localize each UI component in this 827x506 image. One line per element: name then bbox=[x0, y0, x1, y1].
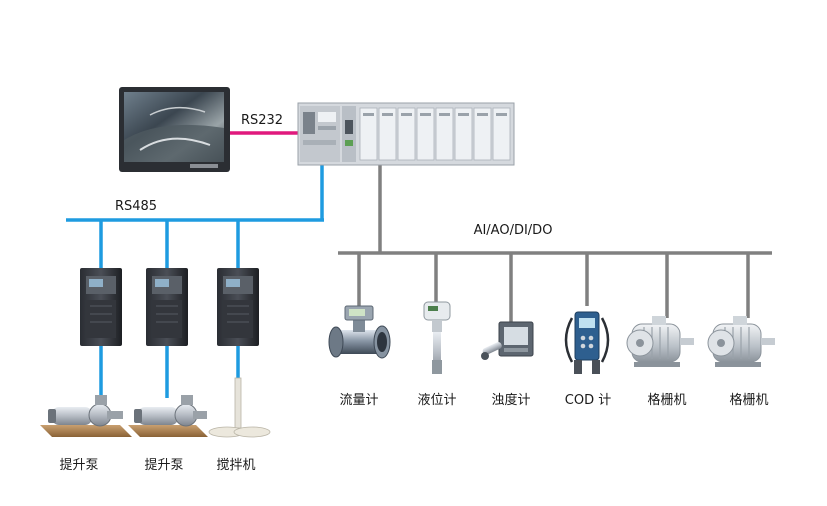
vfd-drive-1 bbox=[80, 268, 122, 346]
cod-meter-icon bbox=[564, 311, 610, 374]
turbidity-meter-icon bbox=[481, 321, 534, 360]
rs485-label: RS485 bbox=[114, 199, 158, 214]
device-label-grille-machine-1: 格栅机 bbox=[647, 393, 687, 408]
device-label-cod-meter: COD 计 bbox=[564, 393, 612, 408]
device-label-mixer: 搅拌机 bbox=[216, 458, 256, 473]
mixer-icon bbox=[208, 377, 271, 438]
rs485-bus bbox=[66, 163, 324, 398]
device-label-level-meter: 液位计 bbox=[417, 393, 457, 408]
flowmeter-icon bbox=[328, 305, 391, 359]
io-bus bbox=[338, 160, 772, 322]
vfd-drive-3 bbox=[217, 268, 259, 346]
vfd-drive-2 bbox=[146, 268, 188, 346]
device-label-lift-pump-1: 提升泵 bbox=[59, 458, 99, 473]
lift-pump-1-icon bbox=[40, 395, 132, 437]
level-meter-icon bbox=[423, 301, 451, 374]
device-label-lift-pump-2: 提升泵 bbox=[144, 458, 184, 473]
motor-1-icon bbox=[626, 316, 694, 367]
hmi-touch-panel bbox=[119, 87, 230, 172]
device-label-flowmeter: 流量计 bbox=[339, 393, 379, 408]
io-bus-label: AI/AO/DI/DO bbox=[473, 223, 553, 238]
motor-2-icon bbox=[707, 316, 775, 367]
plc-controller bbox=[297, 102, 515, 166]
lift-pump-2-icon bbox=[128, 395, 208, 437]
rs232-label: RS232 bbox=[240, 113, 284, 128]
device-label-grille-machine-2: 格栅机 bbox=[729, 393, 769, 408]
device-label-turbidity-meter: 浊度计 bbox=[491, 393, 531, 408]
